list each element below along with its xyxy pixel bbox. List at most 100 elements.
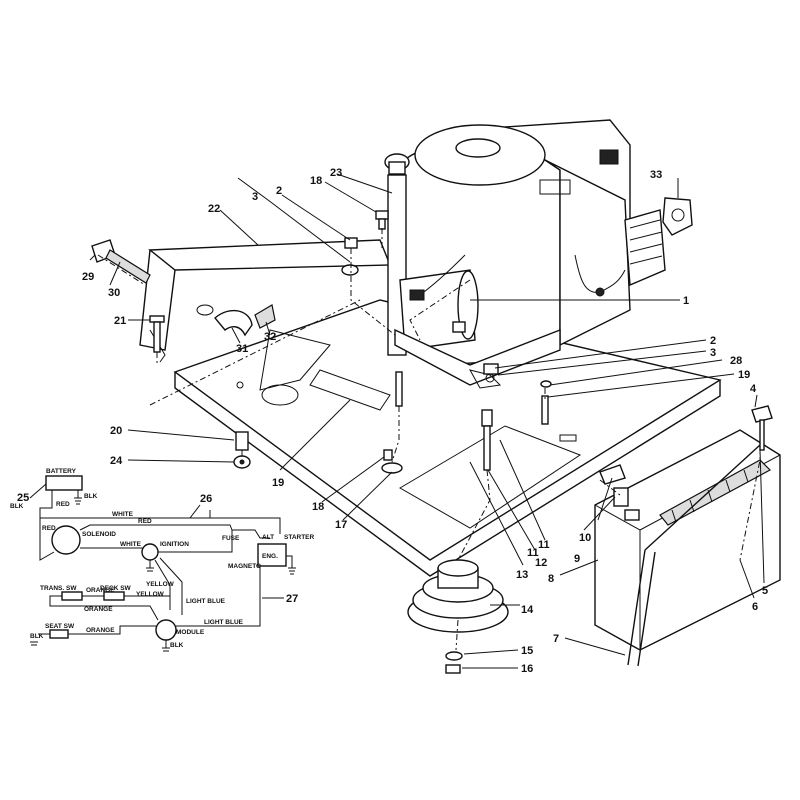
wire-label-seat-sw: SEAT SW bbox=[45, 623, 75, 630]
callout-2: 2 bbox=[710, 335, 716, 347]
wire-label-yellow: YELLOW bbox=[146, 581, 175, 588]
wire-label-yellow: YELLOW bbox=[136, 591, 165, 598]
callout-30: 30 bbox=[108, 287, 120, 299]
washer-28 bbox=[540, 380, 552, 388]
wire-label-battery: BATTERY bbox=[46, 468, 77, 475]
callout-25: 25 bbox=[17, 492, 29, 504]
leader-lines bbox=[89, 173, 765, 669]
ignition-switch-symbol bbox=[141, 543, 159, 561]
callout-26: 26 bbox=[200, 493, 212, 505]
wire-label-fuse: FUSE bbox=[222, 535, 240, 542]
wire-label-orange: ORANGE bbox=[86, 587, 115, 594]
cover-33 bbox=[662, 197, 693, 236]
callout-11: 11 bbox=[538, 539, 550, 551]
callout-19: 19 bbox=[738, 369, 750, 381]
wire-label-starter: STARTER bbox=[284, 534, 315, 541]
wire-label-alt: ALT bbox=[262, 534, 274, 541]
trans-switch-symbol bbox=[61, 591, 83, 601]
callout-8: 8 bbox=[548, 573, 554, 585]
callout-3: 3 bbox=[252, 191, 258, 203]
deck-switch-symbol bbox=[103, 591, 125, 601]
elbow-31-32 bbox=[196, 304, 276, 337]
callout-18: 18 bbox=[310, 175, 322, 187]
washer-15 bbox=[445, 651, 463, 661]
callout-numbers: 1 2 2 3 3 4 5 6 7 8 9 10 11 11 12 13 14 … bbox=[17, 167, 768, 675]
callout-3: 3 bbox=[710, 347, 716, 359]
frame-plate bbox=[173, 299, 722, 577]
bolt-18-upper bbox=[375, 210, 389, 230]
wire-label-red: RED bbox=[56, 501, 70, 508]
callout-27: 27 bbox=[286, 593, 298, 605]
callout-32: 32 bbox=[264, 331, 276, 343]
wire-label-white: WHITE bbox=[120, 541, 142, 548]
wire-label-ignition: IGNITION bbox=[160, 541, 189, 548]
wire-label-blk: BLK bbox=[30, 633, 44, 640]
callout-21: 21 bbox=[114, 315, 126, 327]
callout-9: 9 bbox=[574, 553, 580, 565]
callout-31: 31 bbox=[236, 343, 248, 355]
callout-7: 7 bbox=[553, 633, 559, 645]
engine bbox=[384, 119, 666, 389]
callout-19: 19 bbox=[272, 477, 284, 489]
handle-29-30 bbox=[91, 239, 151, 284]
terminal-9 bbox=[613, 487, 640, 521]
washer-3-upper bbox=[341, 264, 359, 276]
callout-24: 24 bbox=[110, 455, 123, 467]
wire-label-blk: BLK bbox=[170, 642, 184, 649]
module-symbol bbox=[155, 619, 177, 641]
callout-11: 11 bbox=[527, 547, 539, 559]
wire-label-trans-sw: TRANS. SW bbox=[40, 585, 77, 592]
bolt-1 bbox=[452, 321, 466, 333]
callout-23: 23 bbox=[330, 167, 342, 179]
pulley-13-14 bbox=[407, 559, 509, 633]
wire-label-blk: BLK bbox=[84, 493, 98, 500]
callout-15: 15 bbox=[521, 645, 533, 657]
callout-1: 1 bbox=[683, 295, 689, 307]
battery-8 bbox=[594, 429, 781, 651]
engine-symbol bbox=[257, 543, 287, 567]
bolt-19-left bbox=[395, 371, 403, 407]
callout-22: 22 bbox=[208, 203, 220, 215]
wire-label-deck-sw: DECK SW bbox=[100, 585, 132, 592]
bolt-16 bbox=[445, 664, 461, 674]
bolt-19-right bbox=[541, 395, 549, 425]
bracket-22 bbox=[139, 239, 392, 363]
wire-label-blk: BLK bbox=[10, 503, 24, 510]
clip-17 bbox=[381, 449, 403, 474]
nut-2-right bbox=[483, 363, 499, 375]
callout-16: 16 bbox=[521, 663, 533, 675]
callout-28: 28 bbox=[730, 355, 742, 367]
wire-label-magneto: MAGNETO bbox=[228, 563, 261, 570]
shaft-12 bbox=[481, 409, 493, 471]
callout-6: 6 bbox=[752, 601, 758, 613]
callout-2: 2 bbox=[276, 185, 282, 197]
callout-20: 20 bbox=[110, 425, 122, 437]
wingnut-4 bbox=[751, 405, 773, 451]
callout-29: 29 bbox=[82, 271, 94, 283]
nut-24 bbox=[233, 455, 251, 469]
spacer-20 bbox=[235, 431, 249, 451]
callout-13: 13 bbox=[516, 569, 528, 581]
callout-12: 12 bbox=[535, 557, 547, 569]
solenoid-symbol bbox=[51, 525, 81, 555]
callout-4: 4 bbox=[750, 383, 757, 395]
wiring-schematic: BATTERY BLK RED RED SOLENOID WHITE RED F… bbox=[10, 468, 315, 652]
callout-14: 14 bbox=[521, 604, 534, 616]
wire-label-orange: ORANGE bbox=[86, 627, 115, 634]
callout-5: 5 bbox=[762, 585, 768, 597]
assembly-lines bbox=[97, 228, 761, 651]
wire-label-red: RED bbox=[138, 518, 152, 525]
nut-2-upper bbox=[344, 237, 358, 249]
wire-label-white: WHITE bbox=[112, 511, 134, 518]
callout-17: 17 bbox=[335, 519, 347, 531]
wire-label-module: MODULE bbox=[176, 629, 205, 636]
wire-label-orange: ORANGE bbox=[84, 606, 113, 613]
callout-33: 33 bbox=[650, 169, 662, 181]
wingnut-10 bbox=[599, 464, 626, 485]
wire-label-light-blue: LIGHT BLUE bbox=[186, 598, 226, 605]
callout-18: 18 bbox=[312, 501, 324, 513]
wire-label-red: RED bbox=[42, 525, 56, 532]
wire-label-light-blue: LIGHT BLUE bbox=[204, 619, 244, 626]
callout-10: 10 bbox=[579, 532, 591, 544]
